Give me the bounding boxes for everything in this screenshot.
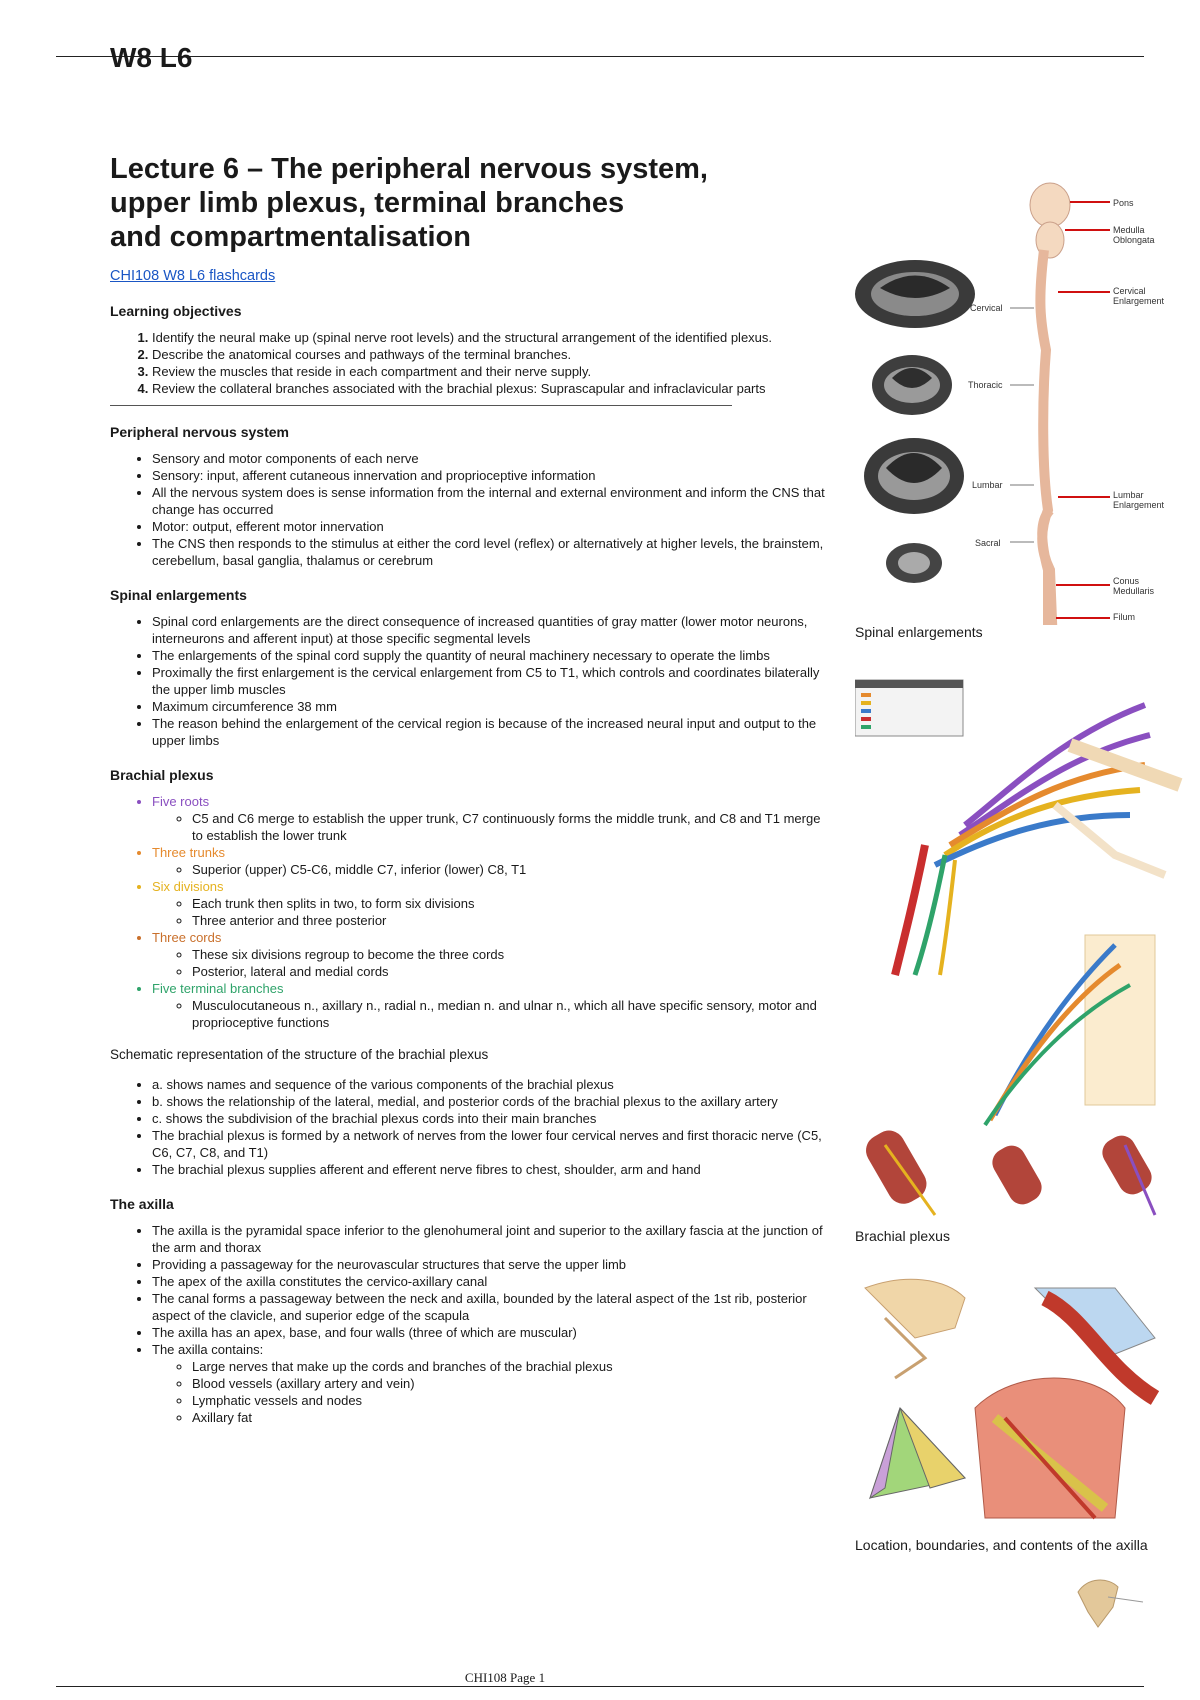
axilla-figure (864, 1278, 1160, 1520)
brachial-plexus-figure (855, 679, 1183, 1216)
flashcards-link[interactable]: CHI108 W8 L6 flashcards (110, 268, 276, 284)
group-label: Three cords (152, 930, 222, 945)
list-item: Proximally the first enlargement is the … (152, 664, 830, 698)
divider (110, 405, 732, 406)
pns-heading: Peripheral nervous system (110, 424, 289, 440)
list-item: Three anterior and three posterior (192, 912, 830, 929)
list-item: Posterior, lateral and medial cords (192, 963, 830, 980)
plexus-heading: Brachial plexus (110, 767, 214, 783)
bottom-rule (56, 1686, 1144, 1687)
label-filum: Filum (1113, 612, 1135, 622)
group-label: Six divisions (152, 879, 224, 894)
list-item: Maximum circumference 38 mm (152, 698, 830, 715)
list-item: Describe the anatomical courses and path… (152, 346, 830, 363)
list-item: a. shows names and sequence of the vario… (152, 1076, 830, 1093)
list-item: Review the collateral branches associate… (152, 380, 830, 397)
label-pons: Pons (1113, 198, 1134, 208)
top-rule (56, 56, 1144, 57)
label-thoracic: Thoracic (968, 380, 1003, 390)
page-label: W8 L6 (110, 42, 193, 73)
group-label: Three trunks (152, 845, 225, 860)
list-item: Motor: output, efferent motor innervatio… (152, 518, 830, 535)
list-item: The axilla is the pyramidal space inferi… (152, 1222, 830, 1256)
label-cervical-enlargement: Cervical Enlargement (1113, 286, 1165, 306)
enlargements-heading: Spinal enlargements (110, 587, 247, 603)
axilla-list: The axilla is the pyramidal space inferi… (110, 1222, 830, 1426)
list-item: The axilla contains: Large nerves that m… (152, 1341, 830, 1426)
label-lumbar-enlargement: Lumbar Enlargement (1113, 490, 1165, 510)
plexus-cords: Three cords These six divisions regroup … (152, 929, 830, 980)
axilla-heading: The axilla (110, 1196, 174, 1212)
label-cervical: Cervical (970, 303, 1003, 313)
group-label: Five roots (152, 794, 210, 809)
list-item: The reason behind the enlargement of the… (152, 715, 830, 749)
list-item: C5 and C6 merge to establish the upper t… (192, 810, 830, 844)
learning-objectives-list: Identify the neural make up (spinal nerv… (110, 329, 830, 397)
plexus-roots: Five roots C5 and C6 merge to establish … (152, 793, 830, 844)
list-item: Providing a passageway for the neurovasc… (152, 1256, 830, 1273)
list-item: Superior (upper) C5-C6, middle C7, infer… (192, 861, 830, 878)
list-item: The canal forms a passageway between the… (152, 1290, 830, 1324)
list-item: b. shows the relationship of the lateral… (152, 1093, 830, 1110)
page-footer: CHI108 Page 1 (464, 1670, 546, 1685)
caption-spinal-enlargements: Spinal enlargements (855, 624, 983, 640)
spinal-cross-sections (855, 260, 975, 583)
list-item: Review the muscles that reside in each c… (152, 363, 830, 380)
list-item: Musculocutaneous n., axillary n., radial… (192, 997, 830, 1031)
list-item: Spinal cord enlargements are the direct … (152, 613, 830, 647)
list-item: Sensory and motor components of each ner… (152, 450, 830, 467)
lecture-title: Lecture 6 – The peripheral nervous syste… (110, 153, 708, 253)
main-column: Lecture 6 – The peripheral nervous syste… (110, 152, 830, 1426)
enlargements-list: Spinal cord enlargements are the direct … (110, 613, 830, 749)
list-item: Axillary fat (192, 1409, 830, 1426)
list-item: Sensory: input, afferent cutaneous inner… (152, 467, 830, 484)
plexus-terminal-branches: Five terminal branches Musculocutaneous … (152, 980, 830, 1031)
list-item: Blood vessels (axillary artery and vein) (192, 1375, 830, 1392)
list-item: These six divisions regroup to become th… (192, 946, 830, 963)
list-item: Identify the neural make up (spinal nerv… (152, 329, 830, 346)
scapula-thumbnail (1077, 1579, 1144, 1628)
schematic-line: Schematic representation of the structur… (110, 1047, 489, 1062)
caption-brachial-plexus: Brachial plexus (855, 1228, 950, 1244)
list-item: Large nerves that make up the cords and … (192, 1358, 830, 1375)
list-item: The axilla has an apex, base, and four w… (152, 1324, 830, 1341)
contains-label: The axilla contains: (152, 1342, 264, 1357)
schematic-list: a. shows names and sequence of the vario… (110, 1076, 830, 1178)
label-medulla: Medulla Oblongata (1113, 225, 1155, 245)
list-item: The CNS then responds to the stimulus at… (152, 535, 830, 569)
label-lumbar: Lumbar (972, 480, 1003, 490)
list-item: Each trunk then splits in two, to form s… (192, 895, 830, 912)
spinal-cord-drawing (1010, 182, 1110, 625)
group-label: Five terminal branches (152, 981, 284, 996)
label-sacral: Sacral (975, 538, 1001, 548)
plexus-trunks: Three trunks Superior (upper) C5-C6, mid… (152, 844, 830, 878)
plexus-list: Five roots C5 and C6 merge to establish … (110, 793, 830, 1031)
label-conus-medullaris: Conus Medullaris (1113, 576, 1155, 596)
pns-list: Sensory and motor components of each ner… (110, 450, 830, 569)
list-item: The brachial plexus is formed by a netwo… (152, 1127, 830, 1161)
learning-objectives-heading: Learning objectives (110, 303, 242, 319)
list-item: The apex of the axilla constitutes the c… (152, 1273, 830, 1290)
caption-axilla: Location, boundaries, and contents of th… (855, 1537, 1148, 1553)
list-item: The brachial plexus supplies afferent an… (152, 1161, 830, 1178)
list-item: c. shows the subdivision of the brachial… (152, 1110, 830, 1127)
plexus-divisions: Six divisions Each trunk then splits in … (152, 878, 830, 929)
list-item: Lymphatic vessels and nodes (192, 1392, 830, 1409)
list-item: All the nervous system does is sense inf… (152, 484, 830, 518)
list-item: The enlargements of the spinal cord supp… (152, 647, 830, 664)
